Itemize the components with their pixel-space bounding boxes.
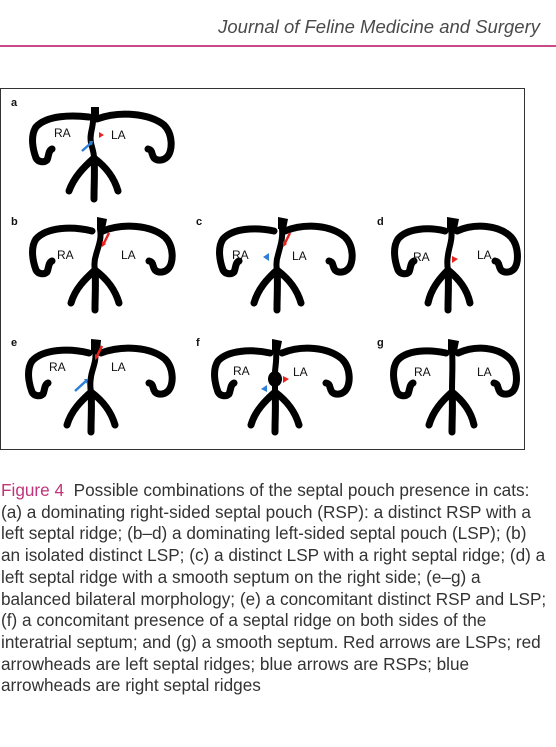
heart-schematic-b: RA LA bbox=[29, 217, 176, 314]
red-arrow-icon bbox=[102, 241, 106, 247]
label-ra-b: RA bbox=[57, 248, 74, 262]
heart-schematic-d: RA LA bbox=[391, 217, 521, 314]
header-rule bbox=[0, 45, 556, 47]
label-la-c: LA bbox=[292, 249, 307, 263]
panel-letter-d: d bbox=[377, 216, 384, 228]
heart-schematic-e: RA LA bbox=[25, 339, 176, 436]
blue-arrow-icon bbox=[89, 141, 93, 146]
panel-letter-c: c bbox=[196, 216, 203, 228]
heart-schematic-c: RA LA bbox=[216, 217, 356, 314]
figure-panel-box: a b c d e f g RA LA RA LA RA LA bbox=[0, 88, 525, 450]
label-la-d: LA bbox=[477, 248, 492, 262]
label-la-g: LA bbox=[477, 365, 492, 379]
label-la-e: LA bbox=[111, 360, 126, 374]
label-ra-d: RA bbox=[413, 250, 430, 264]
panel-letter-a: a bbox=[11, 97, 18, 109]
caption-text: Possible combinations of the septal pouc… bbox=[1, 480, 547, 696]
label-la-a: LA bbox=[111, 128, 126, 142]
label-ra-f: RA bbox=[233, 364, 250, 378]
label-ra-a: RA bbox=[54, 126, 71, 140]
heart-schematic-g: RA LA bbox=[390, 339, 520, 436]
panel-letter-g: g bbox=[377, 337, 384, 349]
red-arrowhead-icon bbox=[99, 132, 104, 138]
label-la-b: LA bbox=[121, 248, 136, 262]
panel-letter-f: f bbox=[196, 337, 200, 349]
caption-label: Figure 4 bbox=[1, 480, 65, 500]
panel-letter-e: e bbox=[11, 337, 18, 349]
blue-arrowhead-icon bbox=[261, 385, 267, 392]
heart-schematic-a: RA LA bbox=[29, 107, 175, 203]
blue-arrowhead-icon bbox=[263, 253, 269, 261]
label-ra-g: RA bbox=[414, 365, 431, 379]
red-arrow-icon bbox=[283, 241, 287, 247]
figure-caption: Figure 4 Possible combinations of the se… bbox=[1, 480, 549, 697]
journal-title: Journal of Feline Medicine and Surgery bbox=[218, 16, 540, 37]
blue-arrow-icon bbox=[84, 379, 88, 384]
red-arrowhead-icon bbox=[452, 256, 458, 263]
red-arrowhead-icon bbox=[283, 376, 289, 383]
red-arrow-icon bbox=[95, 354, 99, 360]
panel-letter-b: b bbox=[11, 216, 18, 228]
label-ra-e: RA bbox=[49, 360, 66, 374]
label-ra-c: RA bbox=[232, 248, 249, 262]
heart-schematic-f: RA LA bbox=[211, 339, 353, 436]
label-la-f: LA bbox=[293, 365, 308, 379]
